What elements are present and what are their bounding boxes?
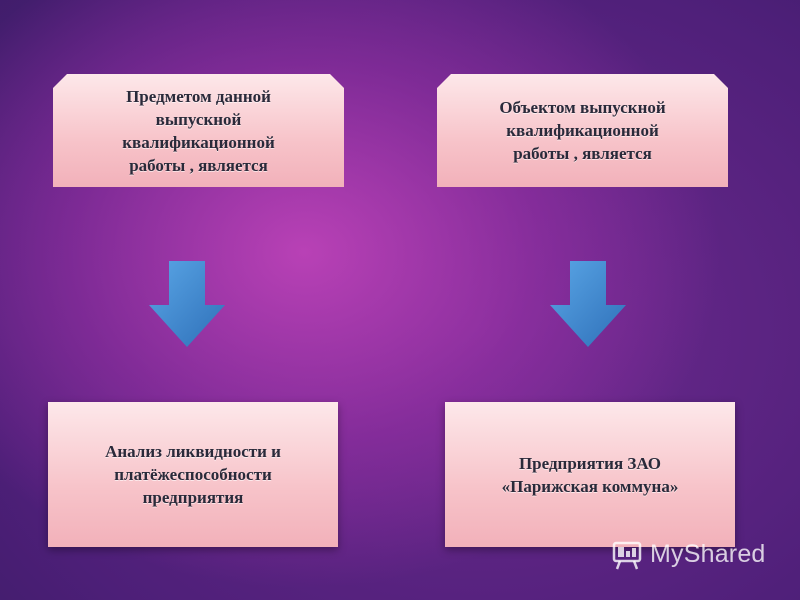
- company-box-text: Предприятия ЗАО «Парижская коммуна»: [501, 453, 679, 496]
- object-box: Объектом выпускной квалификационной рабо…: [437, 74, 728, 187]
- subject-box: Предметом данной выпускной квалификацион…: [53, 74, 344, 187]
- watermark-text: MyShared: [650, 539, 766, 568]
- down-arrow-left-icon: [149, 261, 225, 347]
- down-arrow-right-icon: [550, 261, 626, 347]
- analysis-box: Анализ ликвидности и платёжеспособности …: [48, 402, 338, 547]
- subject-box-text: Предметом данной выпускной квалификацион…: [122, 86, 275, 175]
- myshared-watermark: MyShared: [610, 537, 766, 571]
- object-box-text: Объектом выпускной квалификационной рабо…: [499, 98, 666, 163]
- analysis-box-text: Анализ ликвидности и платёжеспособности …: [105, 442, 281, 507]
- presentation-board-icon: [612, 541, 642, 570]
- company-box: Предприятия ЗАО «Парижская коммуна»: [445, 402, 735, 547]
